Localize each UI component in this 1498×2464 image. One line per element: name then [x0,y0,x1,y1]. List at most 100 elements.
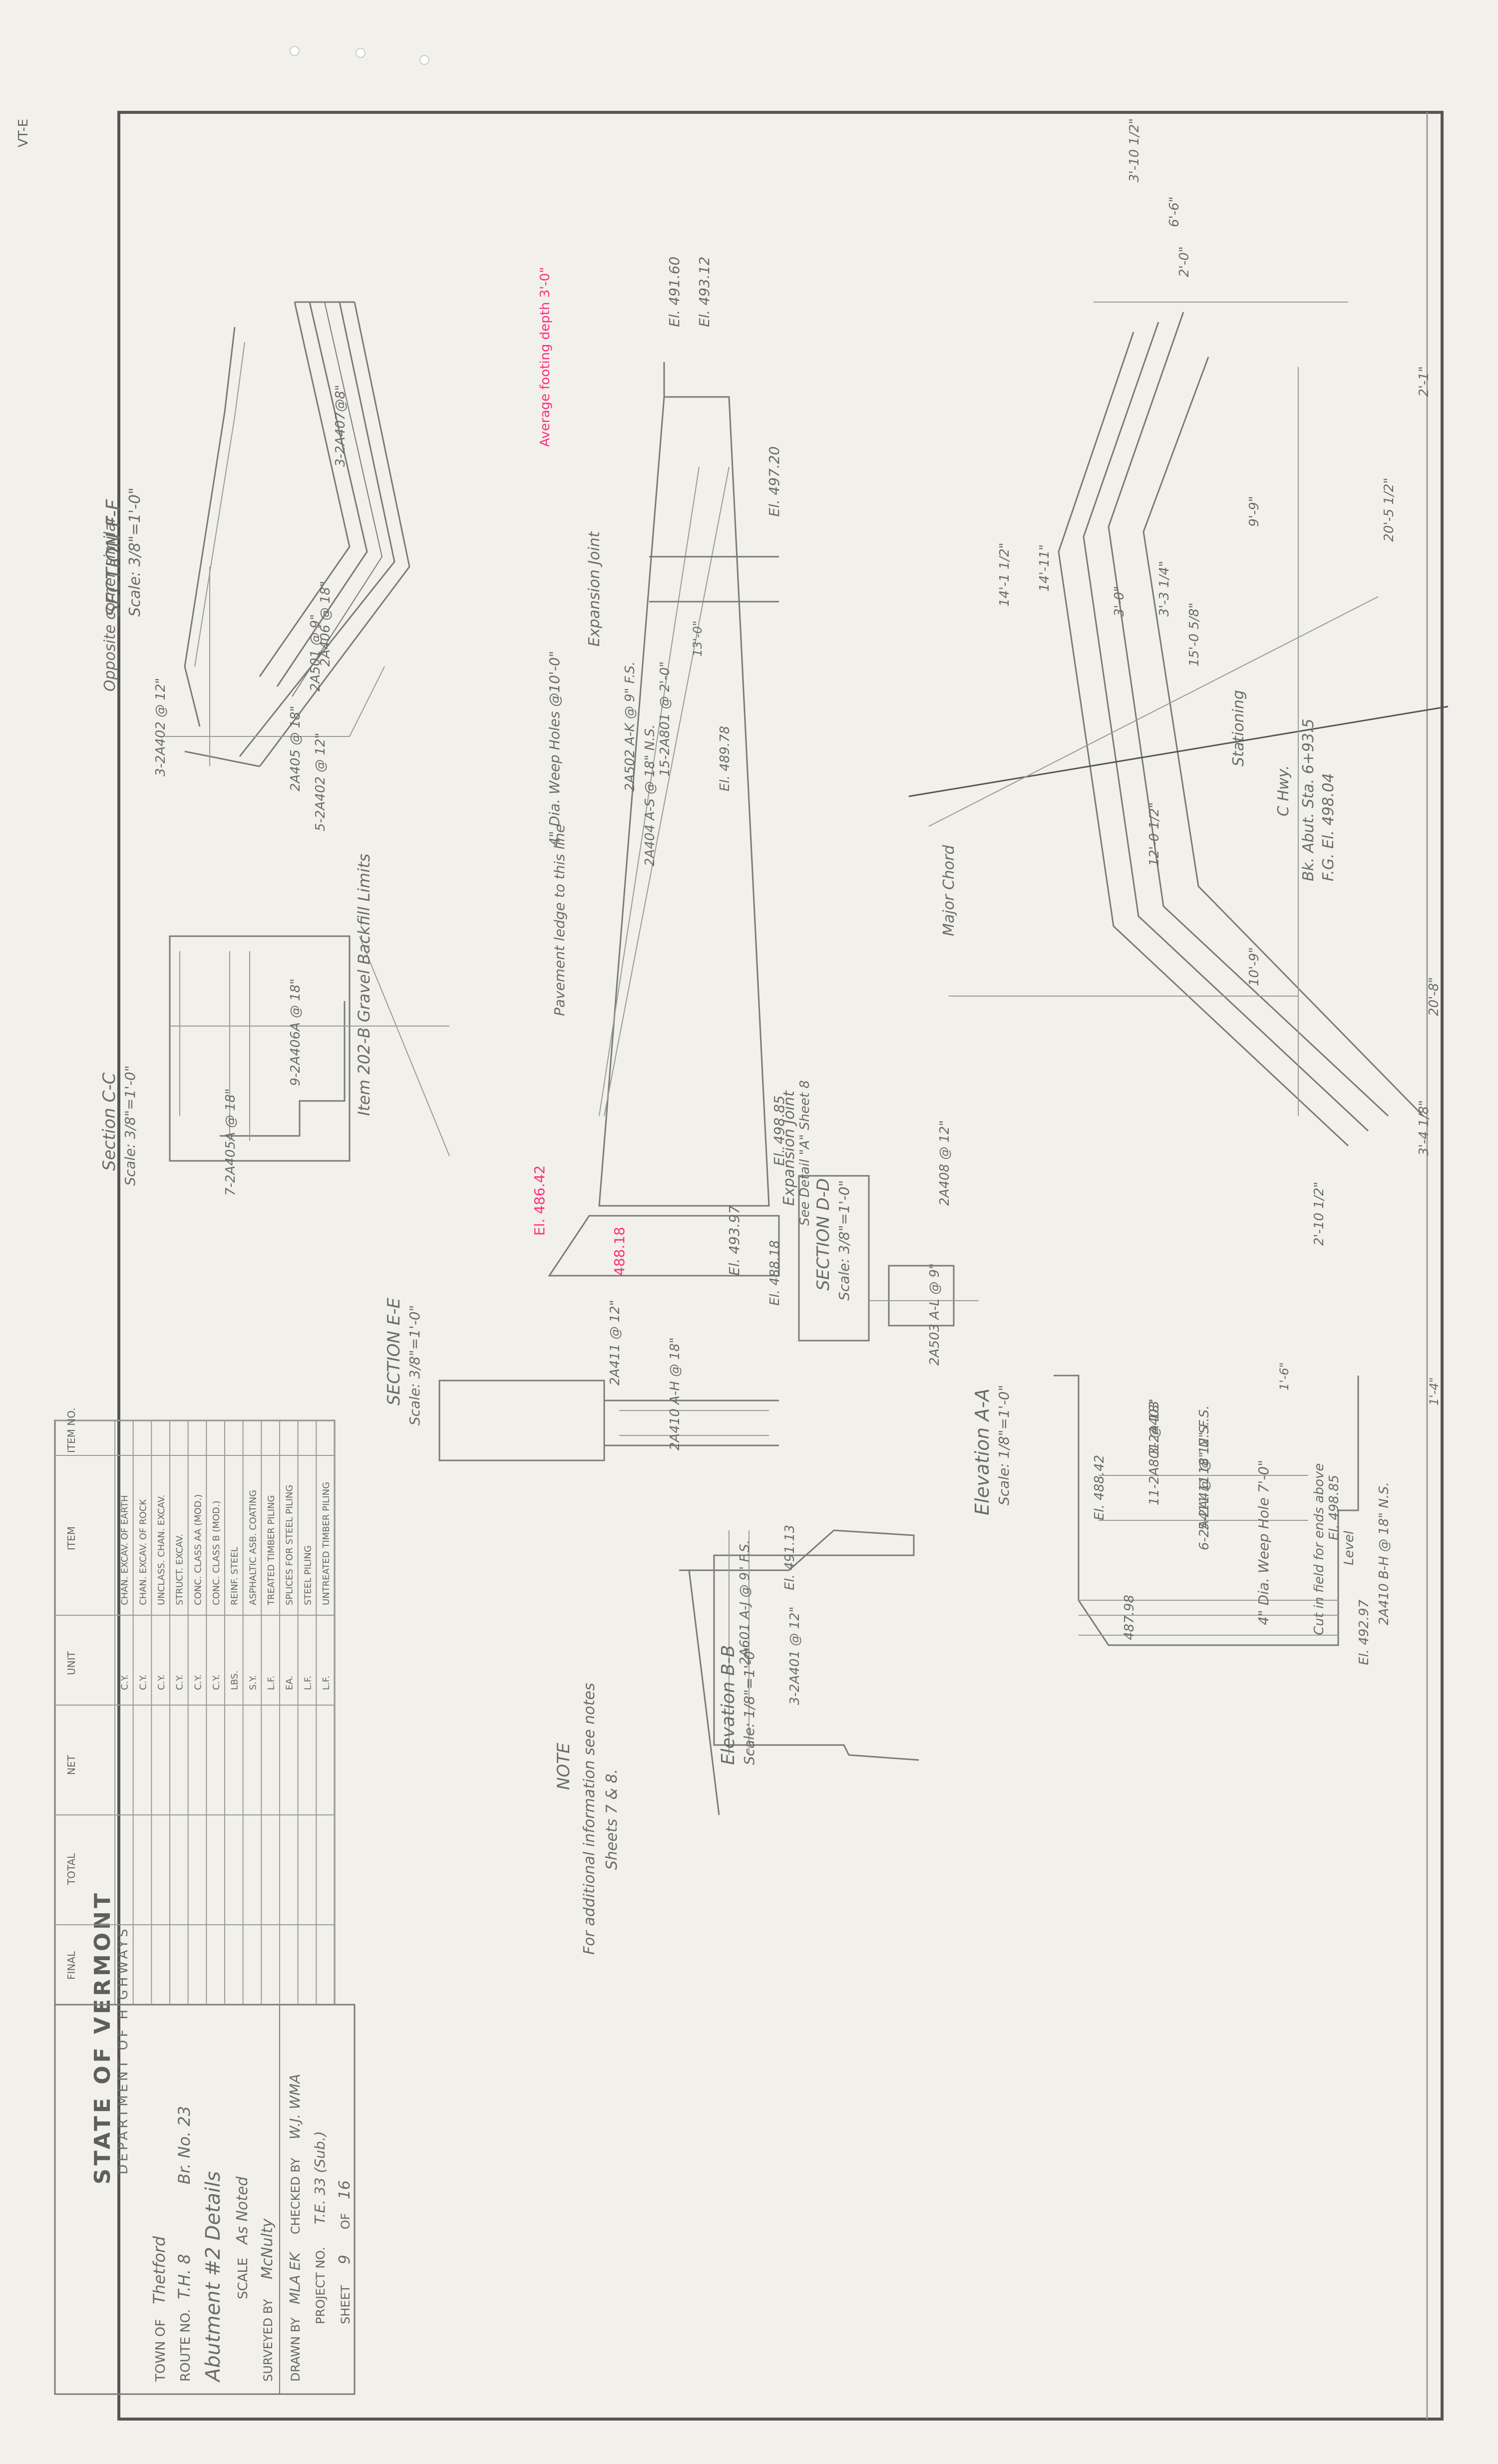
table-item-cell: CHAN. EXCAV. OF ROCK [138,1499,148,1605]
elevation-aa-title: Elevation A-A [971,1389,993,1515]
table-unit-cell: C.Y. [211,1675,222,1690]
state-title: STATE OF VERMONT [90,1890,115,2184]
table-header-cell: FINAL [65,1951,77,1980]
elevation-aa-scale: Scale: 1/8"=1'-0" [996,1385,1012,1505]
red-footing-note: Average footing depth 3'-0" [538,267,553,447]
section-cc-view: Section C-C Scale: 3/8"=1'-0" Item 202-B… [99,854,450,1196]
dimension-label: 3'-10 1/2" [1127,118,1142,182]
elevation-text: El. 488.42 [1092,1455,1107,1520]
table-item-cell: UNCLASS. CHAN. EXCAV. [156,1495,167,1605]
cut-in-field-note: Cut in field for ends above [1312,1463,1327,1635]
elevation-bb-scale: Scale: 1/8"=1'-0" [741,1645,757,1765]
table-unit-cell: C.Y. [175,1675,185,1690]
project-label: PROJECT NO. [314,2247,328,2324]
see-detail-note: See Detail "A" Sheet 8 [797,1080,812,1226]
dimension-label: 14'-11" [1037,544,1052,592]
pavement-ledge-note: Pavement ledge to this line [551,824,568,1016]
table-unit-cell: L.F. [303,1676,313,1690]
rebar-label: 2A406 @ 18" [318,581,333,667]
rebar-label: 3-2A407@8" [333,385,348,467]
dimension-label: 2'-1" [1417,366,1432,397]
table-item-cell: REINF. STEEL [230,1547,240,1605]
dimension-label: 12'-0 1/2" [1147,802,1162,866]
scale-value: As Noted [234,2176,251,2245]
dimension-label: 1'-6" [1277,1362,1291,1391]
gravel-backfill-note: Item 202-B Gravel Backfill Limits [355,854,374,1116]
section-ee-scale: Scale: 3/8"=1'-0" [406,1305,423,1425]
rebar-label: 3-2A401 @ 12" [787,1607,802,1705]
rebar-label: 2A502 A-K @ 9" F.S. [623,662,638,791]
dimension-label: 20'-8" [1427,977,1442,1016]
note-line-2: Sheets 7 & 8. [603,1769,621,1870]
punch-hole [290,46,300,56]
level-label: Level [1342,1530,1357,1565]
elevation-text: 487.98 [1122,1595,1137,1640]
dimension-label: 14'-1 1/2" [997,543,1012,607]
section-cc-title: Section C-C [99,1072,119,1171]
rebar-label: 2A405 @ 18" [288,705,303,791]
elevation-text: El. 497.20 [766,446,782,517]
section-dd-scale: Scale: 3/8"=1'-0" [836,1180,852,1301]
dimension-label: 20'-5 1/2" [1382,478,1397,542]
checked-value: W.J. WMA [287,2074,303,2139]
elevation-aa-view: Elevation A-A Scale: 1/8"=1'-0" 4" Dia. … [767,1240,1441,1665]
dimension-label: 2'-10 1/2" [1312,1182,1327,1246]
section-ff-title: SECTION F-F [102,499,124,617]
punch-hole [419,55,429,65]
surveyed-label: SURVEYED BY [261,2299,275,2382]
punch-hole [356,48,366,58]
dimension-label: 2'-0" [1177,246,1192,277]
dimension-label: 3'-0" [1112,586,1127,617]
table-header-cell: TOTAL [65,1853,77,1885]
table-item-cell: UNTREATED TIMBER PILING [321,1482,332,1605]
table-unit-cell: S.Y. [248,1675,258,1690]
rebar-label: 5-2A402 @ 12" [313,733,328,831]
elevation-text: El. 489.78 [718,726,733,791]
town-value: Thetford [150,2236,169,2304]
dimension-label: 15'-0 5/8" [1187,603,1202,667]
rebar-label: 2A503 A-L @ 9" [927,1263,942,1366]
table-unit-cell: C.Y. [138,1675,148,1690]
table-unit-cell: C.Y. [120,1675,130,1690]
cl-hwy-label: C Hwy. [1275,765,1292,816]
dimension-label: 6'-6" [1167,196,1182,227]
note-line-1: For additional information see notes [581,1683,598,1955]
elevation-text: El. 491.13 [782,1525,797,1590]
rebar-label: 5-2A411 @ 12" F.S. [1197,1406,1212,1530]
table-header-cell: ITEM [65,1526,77,1550]
sheet-value: 9 [336,2255,354,2264]
town-label: TOWN OF [153,2319,168,2382]
of-label: OF [339,2213,353,2229]
table-item-cell: ASPHALTIC ASB. COATING [248,1490,258,1605]
section-cc-scale: Scale: 3/8"=1'-0" [122,1065,138,1186]
table-unit-cell: L.F. [321,1676,332,1690]
elevation-text: El. 498.85 [1327,1475,1342,1540]
dimension-label: 3'-3 1/4" [1157,561,1172,617]
rebar-label: 6-2A411 @ 18" N.S. [1197,1421,1212,1550]
checked-label: CHECKED BY [289,2157,303,2234]
elevation-bb-view: Elevation B-B Scale: 1/8"=1'-0" 3-2A401 … [679,1525,919,1815]
dimension-label: 10'-9" [1247,947,1262,986]
rebar-label: 2A408 @ 12" [937,1120,952,1206]
route-label: ROUTE NO. [178,2309,193,2382]
section-ff-view: SECTION F-F Scale: 3/8"=1'-0" Opposite c… [101,301,410,831]
table-item-cell: STEEL PILING [303,1545,313,1605]
weep-hole-note: 4" Dia. Weep Holes @10'-0" [546,651,563,846]
elevation-text: El. 498.85 [771,1095,787,1166]
table-header-cell: ITEM NO. [65,1408,77,1453]
title-block: STATE OF VERMONT DEPARTMENT OF HIGHWAYS … [54,1890,356,2395]
table-header-cell: UNIT [65,1651,77,1675]
surveyed-value: McNulty [259,2218,276,2279]
drawn-label: DRAWN BY [289,2317,303,2382]
of-value: 16 [336,2180,354,2199]
table-item-cell: SPLICES FOR STEEL PILING [285,1485,295,1605]
rebar-label: 3-2A403 [1147,1401,1162,1455]
table-item-cell: STRUCT. EXCAV. [175,1534,185,1605]
dimension-label: 3'-4 1/8" [1417,1100,1432,1156]
elevation-text: El. 491.60 [666,257,683,327]
elevation-text: El. 493.12 [696,257,713,327]
table-item-cell: CONC. CLASS AA (MOD.) [193,1494,203,1605]
